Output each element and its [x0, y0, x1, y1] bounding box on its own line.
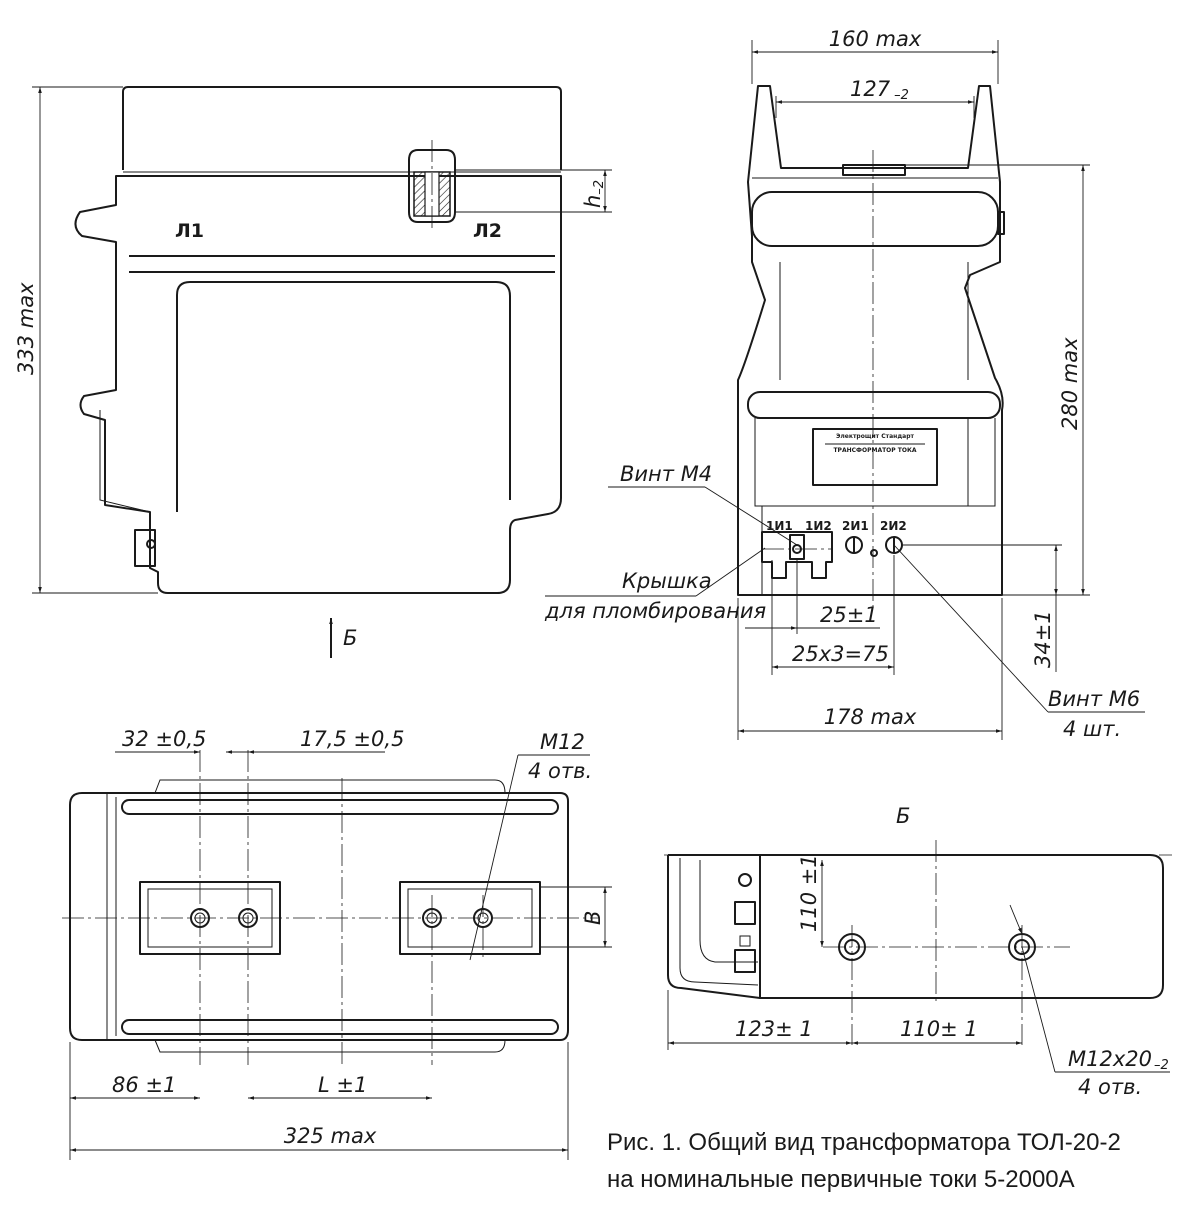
- top-view: 32 ±0,5 17,5 ±0,5 М12 4 отв. В 86 ±1 L ±…: [62, 727, 612, 1160]
- terminal-2i1-label: 2И1: [842, 519, 869, 533]
- dim-86-label: 86 ±1: [112, 1073, 176, 1097]
- dim-34-label: 34±1: [1031, 610, 1055, 668]
- plate-line1: Электрощит Стандарт: [836, 433, 915, 440]
- m12-qty: 4 отв.: [528, 759, 592, 783]
- caption-line2: на номинальные первичные токи 5-2000А: [607, 1166, 1075, 1193]
- dim-25x3-label: 25x3=75: [792, 642, 889, 666]
- view-b-title: Б: [896, 804, 910, 828]
- dim-b-label: В: [581, 911, 605, 925]
- dim-280-label: 280 max: [1058, 337, 1082, 430]
- dim-325-label: 325 max: [284, 1124, 377, 1148]
- terminal-l2-label: Л2: [473, 220, 502, 242]
- dim-123-label: 123± 1: [735, 1017, 813, 1041]
- caption-line1: Рис. 1. Общий вид трансформатора ТОЛ-20-…: [607, 1129, 1121, 1156]
- cover-label-line2: для пломбирования: [544, 599, 766, 623]
- dim-110-vertical-label: 110 ±1: [797, 854, 821, 932]
- dim-160-label: 160 max: [829, 27, 922, 51]
- dim-17-5-label: 17,5 ±0,5: [300, 727, 404, 751]
- screw-m4-label: Винт М4: [620, 462, 712, 486]
- dim-25-label: 25±1: [820, 603, 878, 627]
- cover-label-line1: Крышка: [622, 569, 712, 593]
- front-view: h–2 Л1 Л2 333 max Б: [14, 86, 612, 658]
- terminal-1i2-label: 1И2: [805, 519, 832, 533]
- m12x20-qty: 4 отв.: [1078, 1075, 1142, 1099]
- dim-l-label: L ±1: [318, 1073, 367, 1097]
- side-view: Электрощит Стандарт ТРАНСФОРМАТОР ТОКА 1…: [544, 27, 1145, 741]
- m12-label: М12: [540, 730, 585, 754]
- dim-32-label: 32 ±0,5: [122, 727, 206, 751]
- view-b: Б 110 ±1 123± 1 110± 1 М12х20–2 4 о: [664, 804, 1172, 1099]
- terminal-2i2-label: 2И2: [880, 519, 907, 533]
- dim-110-horizontal-label: 110± 1: [900, 1017, 978, 1041]
- plate-line3: ТРАНСФОРМАТОР ТОКА: [833, 447, 916, 454]
- dim-333-label: 333 max: [14, 282, 38, 375]
- terminal-1i1-label: 1И1: [766, 519, 793, 533]
- dim-127-label: 127–2: [850, 77, 909, 103]
- m12x20-label: М12х20–2: [1068, 1047, 1169, 1073]
- dim-178-label: 178 max: [824, 705, 917, 729]
- screw-m6-qty: 4 шт.: [1063, 717, 1121, 741]
- screw-m6-label: Винт М6: [1048, 687, 1140, 711]
- view-arrow-label: Б: [343, 626, 357, 650]
- dim-h-label: h–2: [581, 180, 607, 208]
- terminal-l1-label: Л1: [175, 220, 204, 242]
